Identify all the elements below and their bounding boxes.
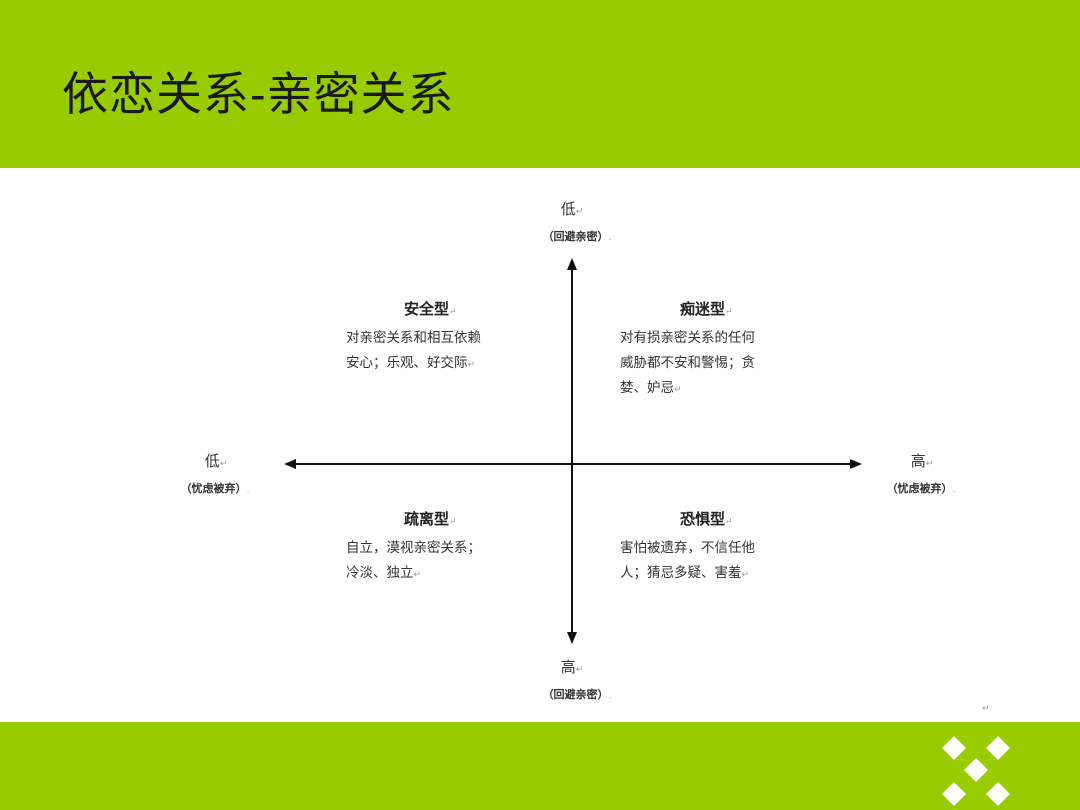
quadrant-fearful-title: 恐惧型↵ (680, 510, 733, 528)
left-axis-sub: （忧虑被弃）. (180, 482, 250, 495)
diamond-logo-icon (942, 736, 1010, 806)
bottom-arrowhead (567, 632, 577, 644)
top-axis-sub: （回避亲密）. (542, 230, 612, 243)
left-axis-label: 低↵ (204, 452, 228, 470)
bottom-axis-label: 高↵ (560, 658, 584, 676)
right-arrowhead (850, 459, 862, 469)
title-band (0, 0, 1080, 168)
quadrant-secure-desc: 对亲密关系和相互依赖 安心；乐观、好交际↵ (346, 330, 481, 371)
bottom-axis-sub: （回避亲密）. (542, 688, 612, 701)
slide-title: 依恋关系-亲密关系 (62, 67, 455, 121)
quadrant-secure-title: 安全型↵ (404, 300, 457, 318)
quadrant-preoccupied-desc: 对有损亲密关系的任何 威胁都不安和警惕；贪 婪、妒忌↵ (620, 330, 755, 396)
top-axis-label: 低↵ (560, 200, 584, 218)
right-axis-label: 高↵ (910, 452, 934, 470)
quadrant-dismissing-desc: 自立，漠视亲密关系； 冷淡、独立↵ (346, 540, 481, 581)
right-axis-sub: （忧虑被弃）. (886, 482, 956, 495)
footer-band (0, 722, 1080, 810)
left-arrowhead (284, 459, 296, 469)
quadrant-fearful-desc: 害怕被遗弃，不信任他 人；猜忌多疑、害羞↵ (620, 540, 755, 581)
quadrant-preoccupied-title: 痴迷型↵ (680, 300, 733, 318)
top-arrowhead (567, 258, 577, 270)
paragraph-mark: ↵ (982, 704, 990, 714)
quadrant-dismissing-title: 疏离型↵ (404, 510, 457, 528)
